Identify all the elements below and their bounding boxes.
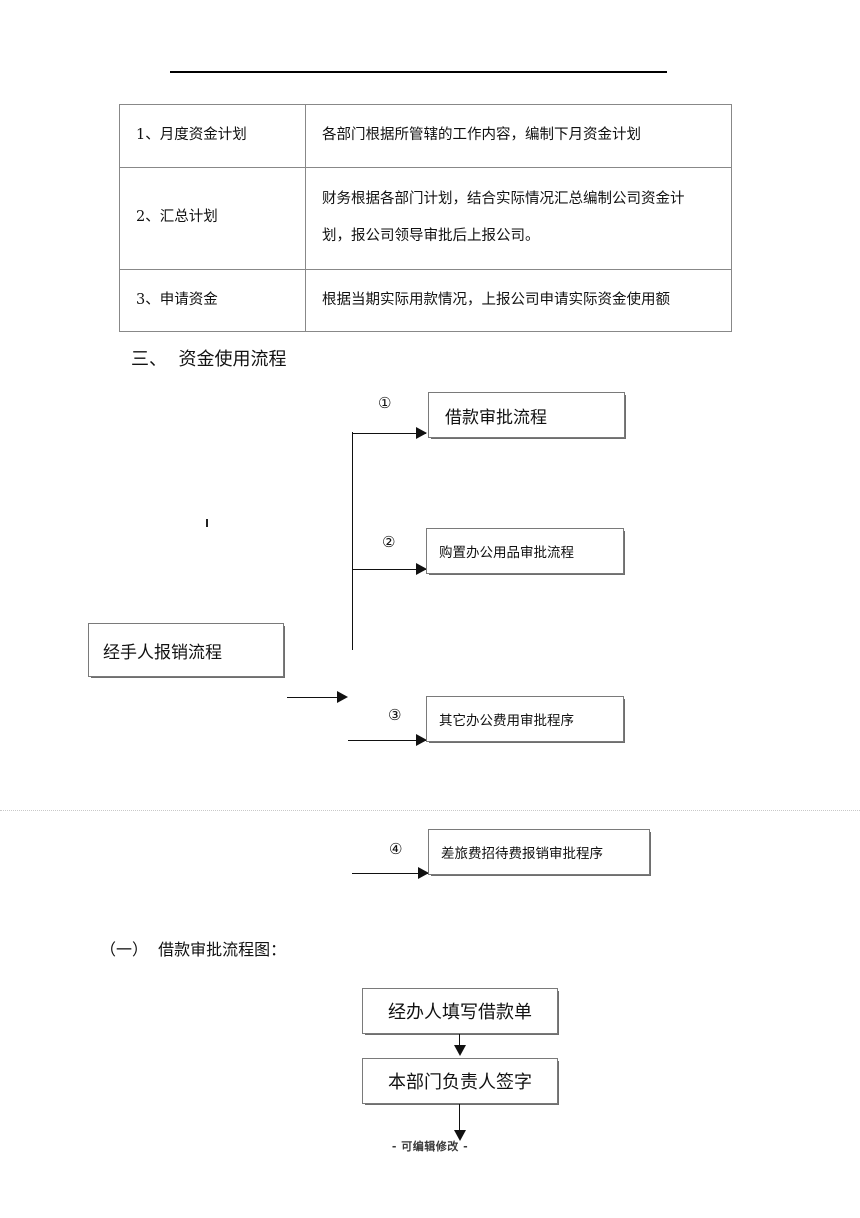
flow-arrow-down-1 <box>454 1045 466 1056</box>
dotted-separator <box>0 810 860 811</box>
table-cell-content: 财务根据各部门计划，结合实际情况汇总编制公司资金计 划，报公司领导审批后上报公司… <box>305 166 732 270</box>
flow-connector-fill-to-sign <box>459 1034 460 1047</box>
table-row: 3、申请资金 根据当期实际用款情况，上报公司申请实际资金使用额 <box>119 268 732 333</box>
flow-box-handler-reimbursement: 经手人报销流程 <box>88 623 284 677</box>
flow-box-travel-entertainment-approval: 差旅费招待费报销审批程序 <box>428 829 650 875</box>
flow-spine-vertical-line <box>352 432 353 650</box>
flow-box-office-supplies-approval: 购置办公用品审批流程 <box>426 528 624 574</box>
flow-box-department-head-signature-label: 本部门负责人签字 <box>388 1072 532 1093</box>
flow-box-loan-approval-label: 借款审批流程 <box>445 407 547 428</box>
flow-arrow-right-stub <box>337 691 348 703</box>
flow-branch-number-1: ① <box>378 394 392 412</box>
table-cell-content: 根据当期实际用款情况，上报公司申请实际资金使用额 <box>305 268 732 333</box>
flow-branch-line-4 <box>352 873 428 874</box>
flow-box-fill-loan-form-label: 经办人填写借款单 <box>388 1002 532 1023</box>
funds-plan-table: 1、月度资金计划 各部门根据所管辖的工作内容，编制下月资金计划 2、汇总计划 财… <box>119 104 732 333</box>
flow-branch-line-2 <box>352 569 426 570</box>
flow-branch-number-2: ② <box>382 533 396 551</box>
flow-branch-number-4: ④ <box>389 840 403 858</box>
flow-box-other-expense-approval: 其它办公费用审批程序 <box>426 696 624 742</box>
section-heading-loan-flowchart: （一） 借款审批流程图： <box>100 940 287 959</box>
table-row: 1、月度资金计划 各部门根据所管辖的工作内容，编制下月资金计划 <box>119 104 732 168</box>
flow-arrow-right-1 <box>416 427 427 439</box>
flow-branch-line-1 <box>352 433 426 434</box>
flow-stub-line <box>287 697 339 698</box>
flow-branch-line-3 <box>348 740 426 741</box>
flow-arrow-right-3 <box>416 734 427 746</box>
flow-box-department-head-signature: 本部门负责人签字 <box>362 1058 558 1104</box>
top-horizontal-rule <box>170 71 667 73</box>
table-cell-label: 2、汇总计划 <box>119 166 306 270</box>
table-cell-content: 各部门根据所管辖的工作内容，编制下月资金计划 <box>305 104 732 168</box>
footer-note: - 可编辑修改 - <box>391 1140 469 1153</box>
table-cell-label: 3、申请资金 <box>119 268 306 333</box>
flow-box-handler-reimbursement-label: 经手人报销流程 <box>103 642 222 663</box>
flow-box-office-supplies-approval-label: 购置办公用品审批流程 <box>439 545 574 561</box>
flow-box-travel-entertainment-approval-label: 差旅费招待费报销审批程序 <box>441 846 603 862</box>
flow-connector-sign-to-next <box>459 1104 460 1132</box>
table-row: 2、汇总计划 财务根据各部门计划，结合实际情况汇总编制公司资金计 划，报公司领导… <box>119 166 732 270</box>
section-heading-usage-flow: 三、 资金使用流程 <box>131 349 287 370</box>
stray-mark <box>206 519 208 527</box>
flow-arrow-right-4 <box>418 867 429 879</box>
flow-box-loan-approval: 借款审批流程 <box>428 392 625 438</box>
flow-box-fill-loan-form: 经办人填写借款单 <box>362 988 558 1034</box>
flow-box-other-expense-approval-label: 其它办公费用审批程序 <box>439 713 574 729</box>
flow-arrow-down-2 <box>454 1130 466 1141</box>
flow-branch-number-3: ③ <box>388 706 402 724</box>
flow-arrow-right-2 <box>416 563 427 575</box>
table-cell-label: 1、月度资金计划 <box>119 104 306 168</box>
